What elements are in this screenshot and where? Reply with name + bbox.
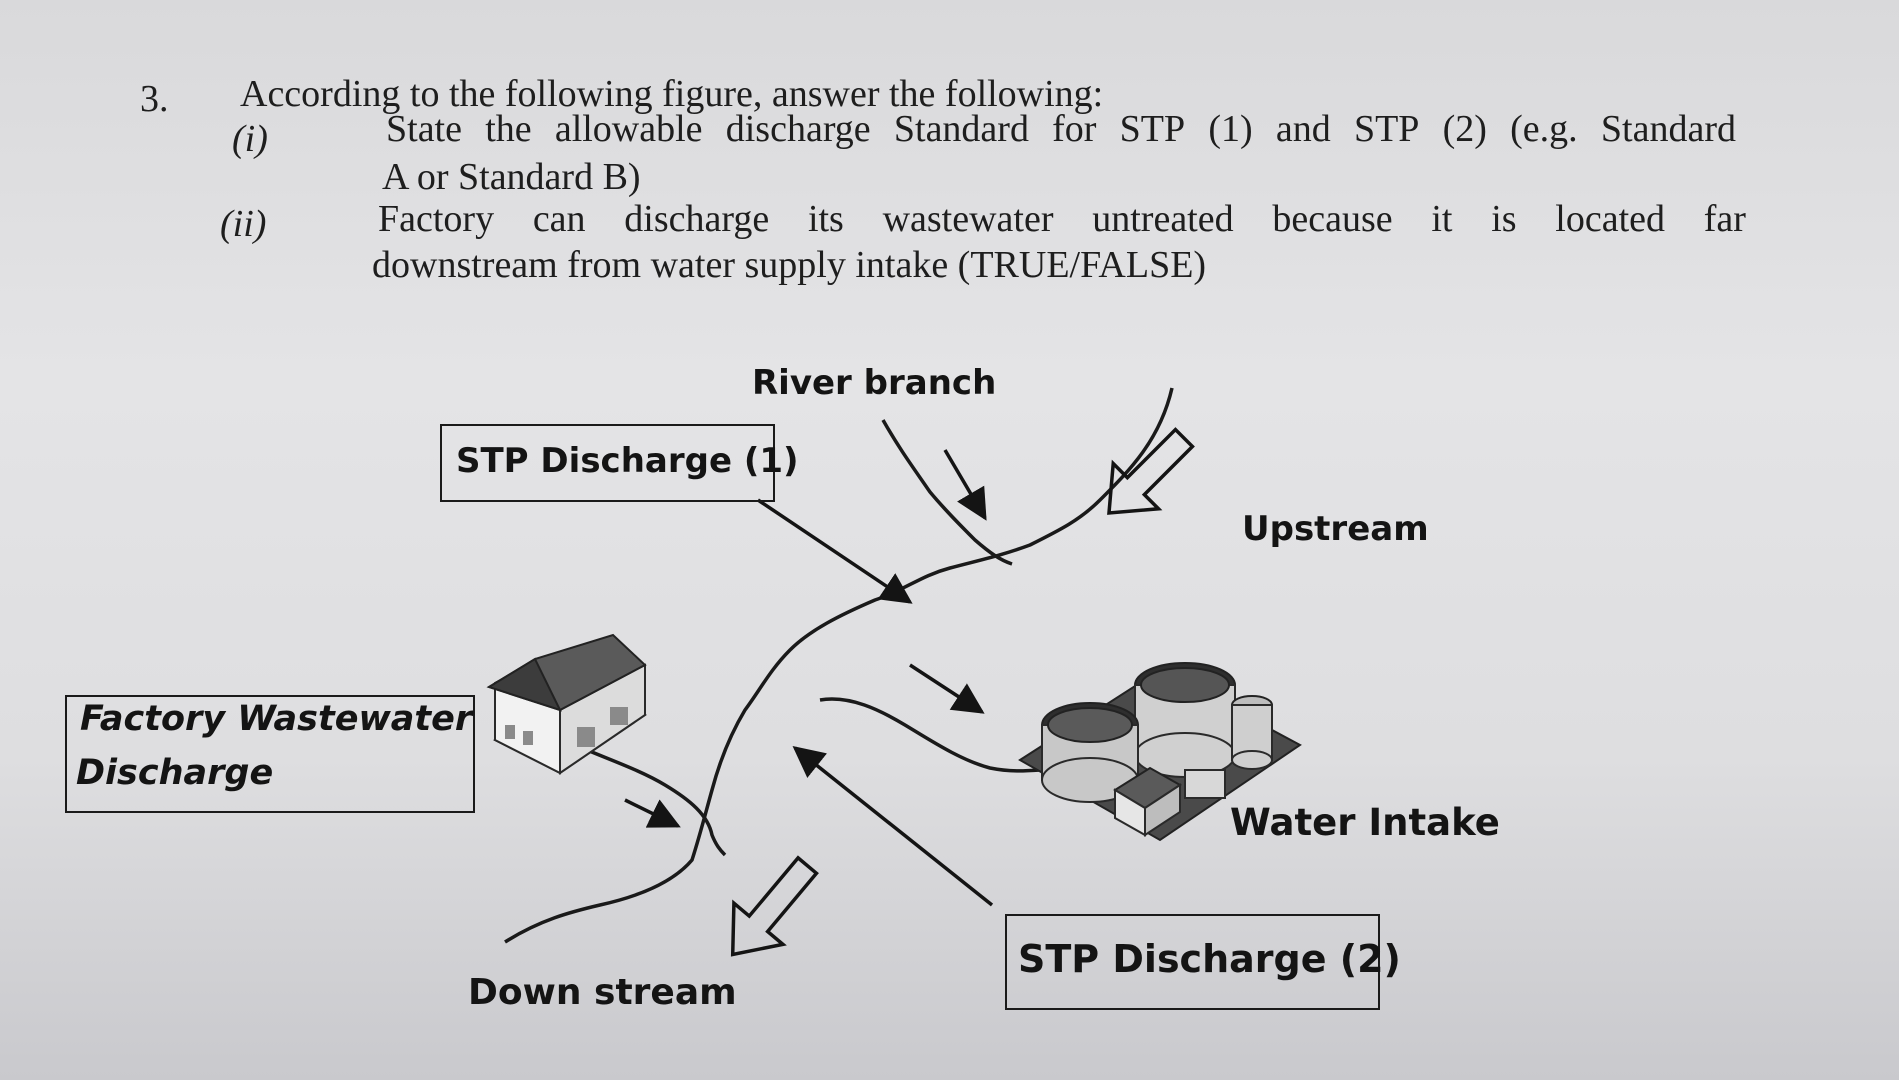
stp-discharge-2-label: STP Discharge (2): [1018, 937, 1401, 981]
question-intro: According to the following figure, answe…: [240, 73, 1104, 115]
river-main-channel: [504, 387, 1174, 944]
river-branch-channel: [881, 419, 1013, 566]
word: its: [807, 198, 844, 240]
factory-building-icon: [486, 633, 647, 775]
stp-discharge-1-box: [440, 424, 775, 502]
word: far: [1703, 198, 1746, 240]
word: discharge: [624, 198, 770, 240]
word: is: [1491, 198, 1517, 240]
part-i-text-line1: State the allowable discharge Standard for STP…: [386, 110, 1736, 148]
word: allowable: [554, 108, 703, 150]
word: because: [1272, 198, 1393, 240]
factory-discharge-label-line2: Discharge: [76, 753, 274, 793]
upstream-flow-arrow-icon: [1107, 427, 1195, 515]
stp1-pointer-arrow: [757, 498, 913, 604]
flow-arrow-intake: [909, 663, 985, 714]
water-intake-channel: [819, 697, 1041, 773]
part-i-text-line2: A or Standard B): [382, 156, 641, 198]
word: it: [1431, 198, 1453, 240]
word: Factory: [378, 198, 495, 240]
word: Standard: [893, 108, 1029, 150]
word: the: [485, 108, 532, 150]
word: and: [1275, 108, 1331, 150]
river-branch-label: River branch: [752, 363, 997, 403]
stp2-pointer-arrow: [792, 746, 994, 907]
part-ii-text-line2: downstream from water supply intake (TRU…: [372, 244, 1207, 286]
stp-discharge-2-box: [1005, 914, 1380, 1010]
factory-discharge-channel: [574, 743, 727, 857]
factory-discharge-label-line1: Factory Wastewater: [80, 699, 473, 739]
word: untreated: [1092, 198, 1234, 240]
word: Standard: [1600, 108, 1736, 150]
word: STP: [1353, 108, 1420, 150]
word: (2): [1442, 108, 1487, 150]
stp-discharge-1-label: STP Discharge (1): [456, 441, 799, 481]
word: State: [386, 108, 462, 150]
part-ii-label: (ii): [220, 203, 267, 245]
question-number: 3.: [140, 78, 169, 120]
word: (1): [1208, 108, 1253, 150]
word: located: [1555, 198, 1666, 240]
word: discharge: [725, 108, 871, 150]
water-treatment-plant-icon: [1018, 662, 1302, 842]
part-ii-text-line1: Factory can discharge its wastewater untreate…: [378, 200, 1746, 238]
word: wastewater: [882, 198, 1054, 240]
down-stream-label: Down stream: [468, 972, 737, 1013]
factory-discharge-box: [65, 695, 475, 813]
word: can: [532, 198, 586, 240]
word: for: [1052, 108, 1097, 150]
flow-arrow-branch: [943, 449, 987, 521]
water-intake-label: Water Intake: [1230, 801, 1500, 844]
word: (e.g.: [1510, 108, 1578, 150]
word: STP: [1119, 108, 1186, 150]
part-i-label: (i): [232, 118, 268, 160]
downstream-flow-arrow-icon: [730, 855, 819, 957]
upstream-label: Upstream: [1242, 509, 1429, 549]
flow-arrow-factory: [624, 798, 681, 828]
